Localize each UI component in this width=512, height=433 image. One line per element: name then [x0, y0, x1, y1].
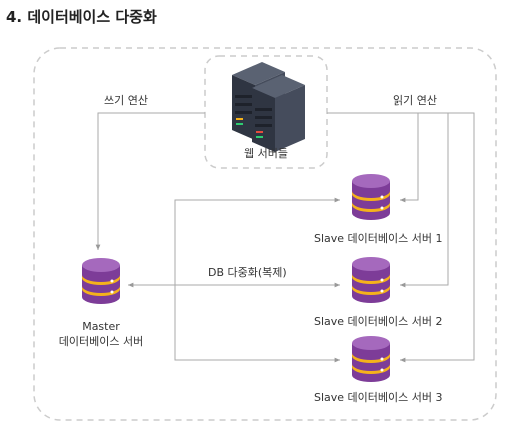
write-label: 쓰기 연산 [104, 94, 148, 107]
master-label: 데이터베이스 서버 [58, 335, 144, 348]
replication-edge-3 [174, 285, 340, 363]
write-edge [95, 112, 205, 250]
replication-edge-1 [174, 197, 340, 285]
master-db-icon [82, 258, 120, 304]
slave-db-icon-2 [352, 257, 390, 303]
diagram-title: 4. 데이터베이스 다중화 [6, 8, 157, 26]
read-edge-2 [400, 112, 449, 288]
slave-db-icon-1 [352, 174, 390, 220]
read-label: 읽기 연산 [393, 94, 437, 107]
slave-label-1: Slave 데이터베이스 서버 1 [314, 232, 443, 245]
master-name: Master [82, 320, 120, 333]
web-servers-label: 웹 서버들 [244, 147, 288, 160]
read-edge-3 [400, 112, 475, 363]
read-edge-1 [327, 112, 419, 203]
slave-label-2: Slave 데이터베이스 서버 2 [314, 315, 443, 328]
slave-db-icon-3 [352, 336, 390, 382]
slave-label-3: Slave 데이터베이스 서버 3 [314, 391, 443, 404]
web-server-icon [232, 62, 305, 152]
system-boundary [33, 47, 497, 421]
replication-label: DB 다중화(복제) [208, 266, 287, 279]
